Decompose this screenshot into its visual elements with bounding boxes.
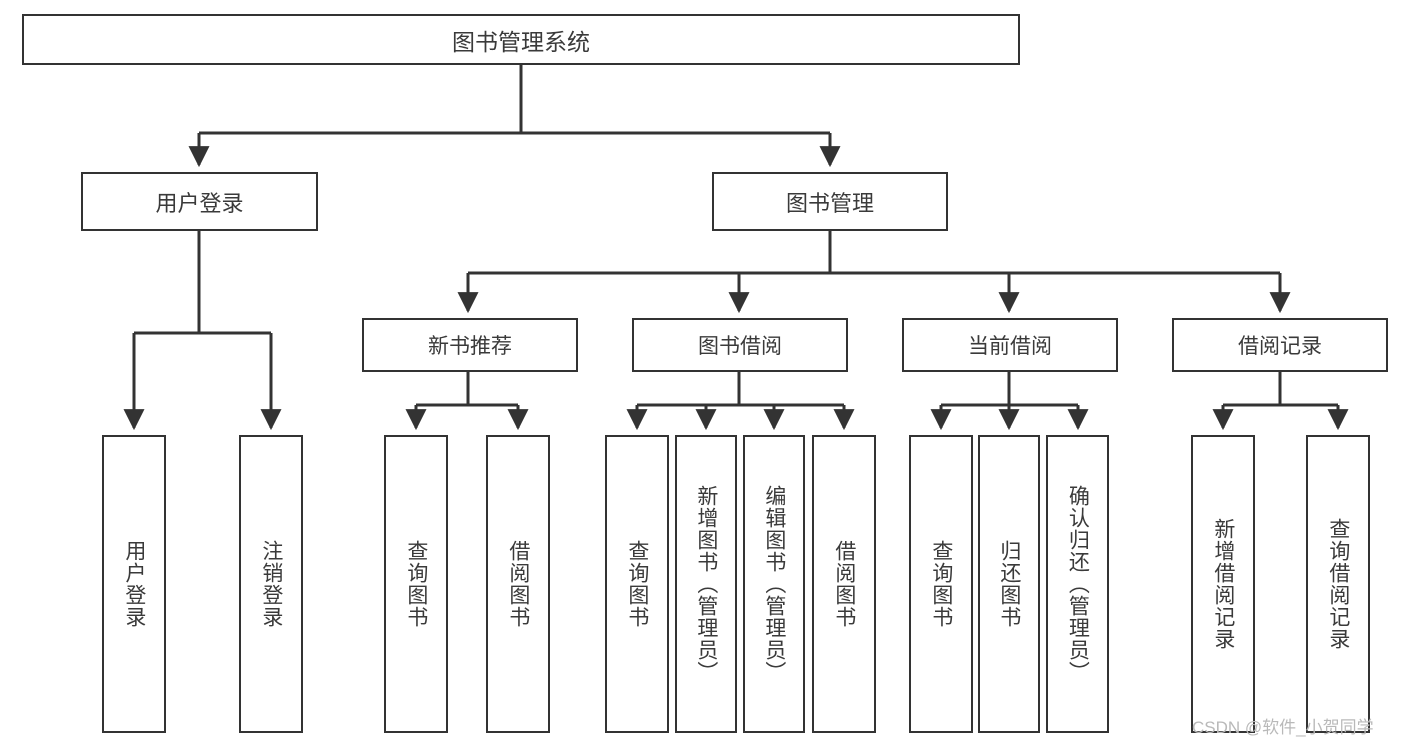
node-root-label: 图书管理系统 [452,28,590,55]
leaf-label: 借阅图书 [506,540,530,628]
leaf-label: 用户登录 [122,540,146,628]
node-new-book-recommend-label: 新书推荐 [428,335,512,358]
leaf-book-borrow-edit[interactable]: 编辑图书（管理员） [743,435,805,733]
leaf-new-book-query[interactable]: 查询图书 [384,435,448,733]
watermark: CSDN @软件_小贺同学 [1192,718,1374,737]
node-current-borrow[interactable]: 当前借阅 [902,318,1118,372]
leaf-new-book-borrow[interactable]: 借阅图书 [486,435,550,733]
node-user-login[interactable]: 用户登录 [81,172,318,231]
node-book-borrow[interactable]: 图书借阅 [632,318,848,372]
leaf-borrow-record-query[interactable]: 查询借阅记录 [1306,435,1370,733]
node-borrow-record-label: 借阅记录 [1238,335,1322,358]
node-new-book-recommend[interactable]: 新书推荐 [362,318,578,372]
node-book-management-label: 图书管理 [785,190,874,216]
node-borrow-record[interactable]: 借阅记录 [1172,318,1388,372]
leaf-book-borrow-add[interactable]: 新增图书（管理员） [675,435,737,733]
leaf-label: 借阅图书 [832,540,856,628]
node-current-borrow-label: 当前借阅 [968,335,1052,358]
leaf-label: 查询借阅记录 [1326,518,1350,650]
leaf-label: 归还图书 [997,540,1021,628]
node-book-management[interactable]: 图书管理 [712,172,948,231]
leaf-borrow-record-add[interactable]: 新增借阅记录 [1191,435,1255,733]
leaf-label: 新增借阅记录 [1211,518,1235,650]
leaf-book-borrow-borrow[interactable]: 借阅图书 [812,435,876,733]
leaf-user-login-logout[interactable]: 注销登录 [239,435,303,733]
leaf-book-borrow-query[interactable]: 查询图书 [605,435,669,733]
node-root[interactable]: 图书管理系统 [22,14,1020,65]
node-user-login-label: 用户登录 [155,190,244,216]
leaf-current-borrow-query[interactable]: 查询图书 [909,435,973,733]
leaf-label: 查询图书 [404,540,428,628]
leaf-label: 新增图书（管理员） [694,485,718,683]
leaf-current-borrow-confirm-return[interactable]: 确认归还（管理员） [1046,435,1109,733]
node-book-borrow-label: 图书借阅 [698,335,782,358]
leaf-label: 查询图书 [625,540,649,628]
leaf-label: 注销登录 [259,540,283,628]
leaf-label: 确认归还（管理员） [1066,485,1090,683]
leaf-user-login-login[interactable]: 用户登录 [102,435,166,733]
leaf-label: 查询图书 [929,540,953,628]
leaf-label: 编辑图书（管理员） [762,485,786,683]
leaf-current-borrow-return[interactable]: 归还图书 [978,435,1040,733]
